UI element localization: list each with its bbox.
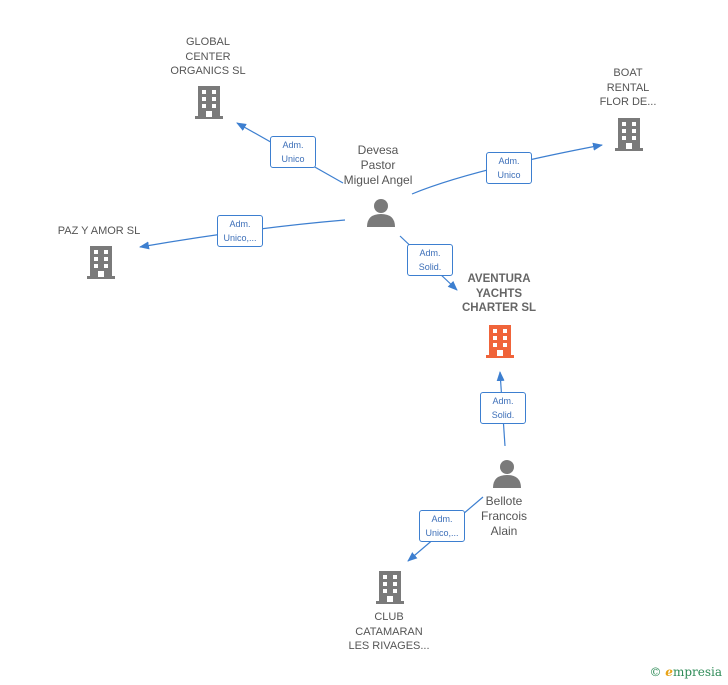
brand-initial: e	[665, 665, 673, 679]
edge-label-bellote-club: Adm. Unico,...	[419, 510, 465, 542]
node-label-global[interactable]: GLOBAL CENTER ORGANICS SL	[170, 36, 246, 77]
node-label-bellote[interactable]: Bellote Francois Alain	[480, 494, 528, 538]
edge-label-devesa-global: Adm. Unico	[270, 136, 316, 168]
person-icon-devesa[interactable]	[365, 196, 397, 228]
building-icon-paz[interactable]	[85, 244, 117, 280]
building-icon-aventura[interactable]	[484, 323, 516, 359]
edges	[139, 122, 603, 562]
building-icon-global[interactable]	[193, 84, 225, 120]
edge-label-devesa-boat: Adm. Unico	[486, 152, 532, 184]
brand-name: mpresia	[672, 665, 722, 679]
node-label-boat[interactable]: BOAT RENTAL FLOR DE...	[599, 67, 657, 108]
building-icon-boat[interactable]	[613, 116, 645, 152]
person-icon-bellote[interactable]	[491, 457, 523, 489]
edge-label-devesa-aventura: Adm. Solid.	[407, 244, 453, 276]
node-label-aventura[interactable]: AVENTURA YACHTS CHARTER SL	[461, 273, 537, 314]
node-label-paz[interactable]: PAZ Y AMOR SL	[57, 225, 141, 237]
copyright-symbol: ©	[649, 665, 662, 679]
node-label-devesa[interactable]: Devesa Pastor Miguel Angel	[343, 143, 413, 187]
edge-label-bellote-aventura: Adm. Solid.	[480, 392, 526, 424]
node-label-club[interactable]: CLUB CATAMARAN LES RIVAGES...	[348, 611, 430, 652]
building-icon-club[interactable]	[374, 569, 406, 605]
edge-label-devesa-paz: Adm. Unico,...	[217, 215, 263, 247]
brand-watermark: © empresia	[649, 665, 722, 679]
